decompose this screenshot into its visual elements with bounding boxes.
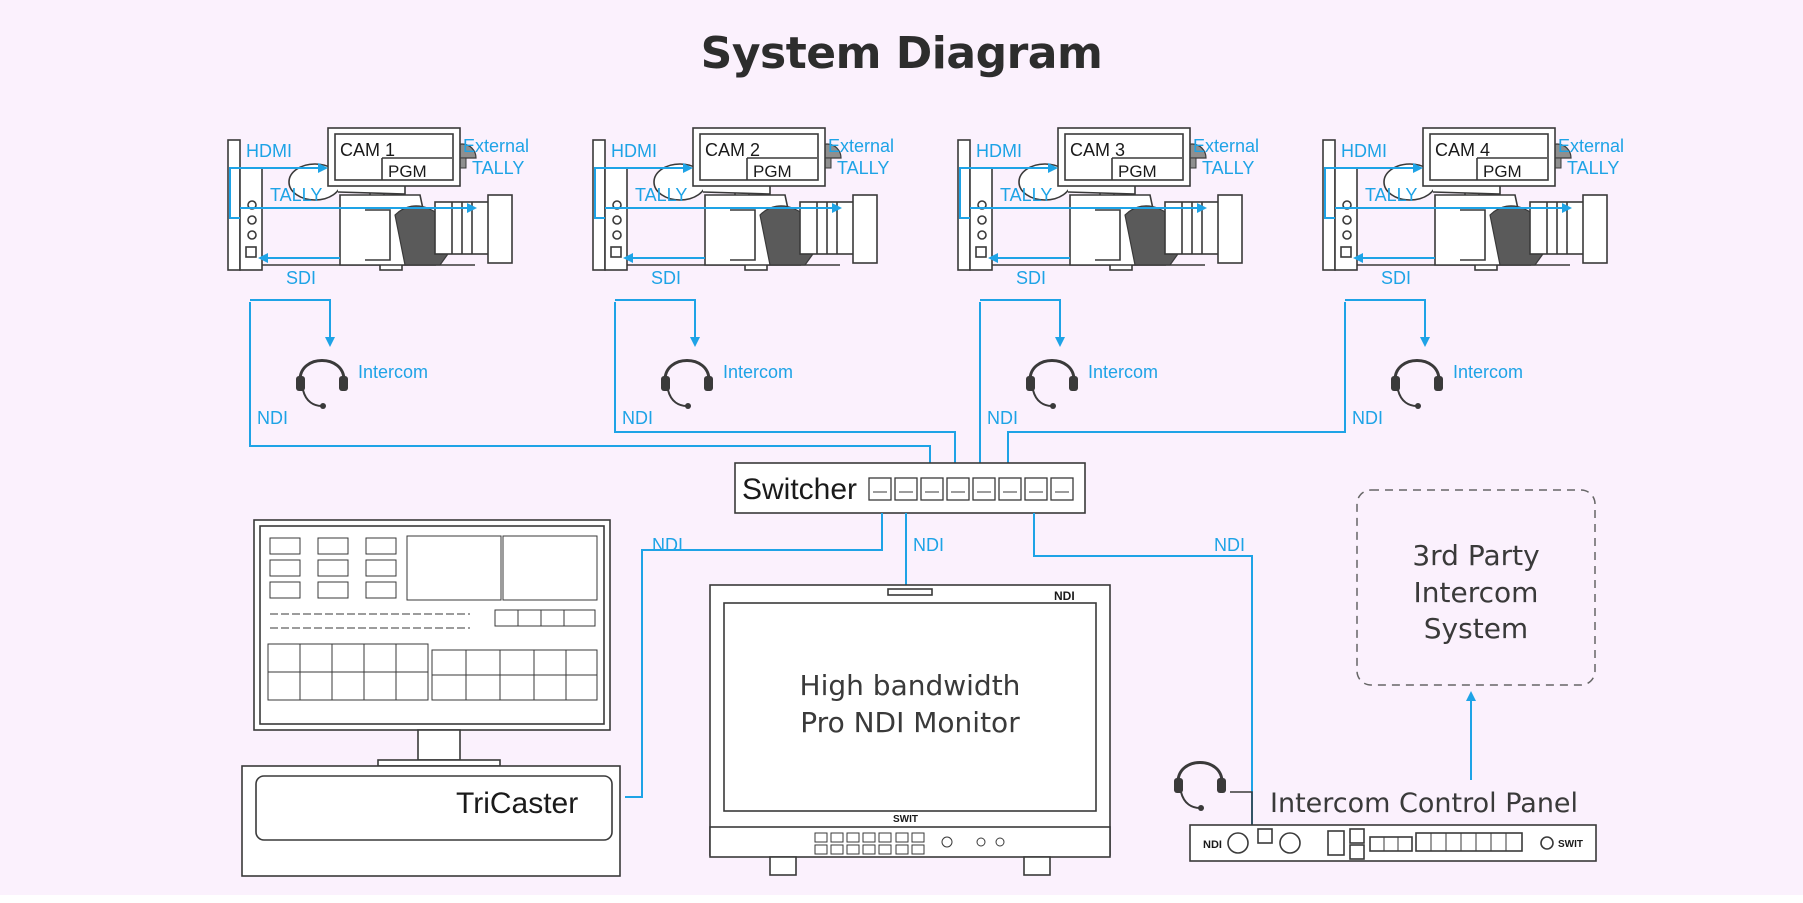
camera-1-external-tally-label: TALLY <box>472 158 524 178</box>
camera-1-label: CAM 1 <box>340 140 395 160</box>
camera-3-hdmi-label: HDMI <box>976 141 1022 161</box>
camera-1-hdmi-label: HDMI <box>246 141 292 161</box>
camera-4-tally-label: TALLY <box>1365 185 1417 205</box>
camera-2-intercom-label: Intercom <box>723 362 793 382</box>
camera-3-sdi-label: SDI <box>1016 268 1046 288</box>
camera-2-external-label: External <box>828 136 894 156</box>
intercom-panel-label: Intercom Control Panel <box>1270 788 1578 819</box>
camera-2-hdmi-label: HDMI <box>611 141 657 161</box>
switcher: Switcher <box>734 462 1086 514</box>
monitor-brand: SWIT <box>893 814 918 825</box>
camera-4-hdmi-label: HDMI <box>1341 141 1387 161</box>
camera-1-pgm: PGM <box>388 162 427 181</box>
camera-1-intercom-label: Intercom <box>358 362 428 382</box>
camera-3: CAM 3 PGM <box>957 127 1243 411</box>
camera-1-wiring: HDMI TALLY External TALLY SDI Intercom N… <box>229 136 529 428</box>
camera-1-sdi-label: SDI <box>286 268 316 288</box>
monitor-label-line1: High bandwidth <box>800 669 1021 702</box>
camera-4-sdi-label: SDI <box>1381 268 1411 288</box>
camera-1: CAM 1 PGM <box>227 127 513 411</box>
third-party-line3: System <box>1424 612 1528 645</box>
headset-icon <box>1024 359 1080 411</box>
camera-4-ndi-label: NDI <box>1352 408 1383 428</box>
camera-4-wiring: HDMI TALLY External TALLY SDI Intercom N… <box>1324 136 1624 428</box>
camera-3-pgm: PGM <box>1118 162 1157 181</box>
headset-icon <box>294 359 350 411</box>
ndi-tricaster-label: NDI <box>652 535 683 555</box>
switcher-label: Switcher <box>742 473 857 506</box>
camera-1-monitor <box>327 127 461 187</box>
camera-4: CAM 4 PGM <box>1322 127 1608 411</box>
camera-3-tally-label: TALLY <box>1000 185 1052 205</box>
camera-4-external-tally-label: TALLY <box>1567 158 1619 178</box>
camera-2-sdi-label: SDI <box>651 268 681 288</box>
camera-4-label: CAM 4 <box>1435 140 1490 160</box>
intercom-ndi-badge: NDI <box>1203 839 1222 851</box>
camera-1-tally-label: TALLY <box>270 185 322 205</box>
camera-2: CAM 2 PGM <box>592 127 878 411</box>
pro-ndi-monitor: NDI SWIT High bandwidth Pro NDI Monitor <box>709 584 1111 876</box>
third-party-line2: Intercom <box>1414 576 1539 609</box>
camera-3-wiring: HDMI TALLY External TALLY SDI Intercom N… <box>959 136 1259 428</box>
headset-icon <box>1389 359 1445 411</box>
tricaster-label: TriCaster <box>456 787 578 820</box>
camera-1-external-label: External <box>463 136 529 156</box>
intercom-control-panel: Intercom Control Panel NDI SWIT <box>1172 761 1597 862</box>
camera-3-external-label: External <box>1193 136 1259 156</box>
camera-2-wiring: HDMI TALLY External TALLY SDI Intercom N… <box>594 136 894 428</box>
camera-3-label: CAM 3 <box>1070 140 1125 160</box>
camera-3-external-tally-label: TALLY <box>1202 158 1254 178</box>
intercom-brand: SWIT <box>1558 839 1583 850</box>
headset-icon <box>659 359 715 411</box>
camera-4-external-label: External <box>1558 136 1624 156</box>
third-party-intercom: 3rd Party Intercom System <box>1356 489 1596 686</box>
camera-4-pgm: PGM <box>1483 162 1522 181</box>
third-party-line1: 3rd Party <box>1412 539 1539 572</box>
camera-1-ndi-label: NDI <box>257 408 288 428</box>
monitor-label-line2: Pro NDI Monitor <box>800 706 1020 739</box>
tricaster-workstation: TriCaster <box>241 519 621 877</box>
ndi-monitor-label: NDI <box>913 535 944 555</box>
ndi-intercom-label: NDI <box>1214 535 1245 555</box>
ndi-switcher-links: NDI NDI NDI <box>625 513 1253 827</box>
camera-2-ndi-label: NDI <box>622 408 653 428</box>
headset-icon <box>1172 761 1228 813</box>
camera-3-ndi-label: NDI <box>987 408 1018 428</box>
camera-4-intercom-label: Intercom <box>1453 362 1523 382</box>
page-title: System Diagram <box>700 28 1103 79</box>
camera-2-tally-label: TALLY <box>635 185 687 205</box>
camera-3-intercom-label: Intercom <box>1088 362 1158 382</box>
camera-2-pgm: PGM <box>753 162 792 181</box>
ndi-camera-links <box>249 302 1346 476</box>
camera-2-external-tally-label: TALLY <box>837 158 889 178</box>
camera-2-label: CAM 2 <box>705 140 760 160</box>
monitor-ndi-badge: NDI <box>1054 589 1075 603</box>
